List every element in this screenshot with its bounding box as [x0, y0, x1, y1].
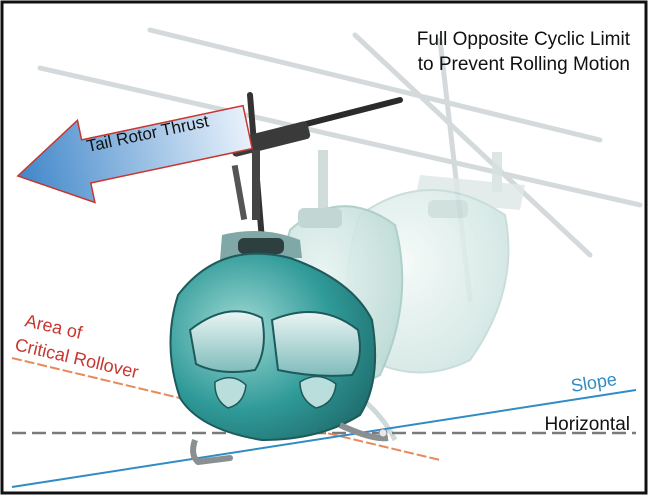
- slope-line: [11, 389, 637, 488]
- title-line-1: Full Opposite Cyclic Limit: [417, 29, 631, 50]
- title-line-2: to Prevent Rolling Motion: [418, 54, 630, 75]
- left-window: [188, 310, 265, 373]
- ghost-rotor-blades: [37, 27, 643, 303]
- critical-rollover-line: [11, 357, 441, 461]
- pivot-point: [378, 428, 388, 438]
- right-window: [270, 311, 361, 377]
- helicopter-main: [169, 231, 389, 465]
- tail-rotor-thrust-arrow: [16, 104, 254, 204]
- horizontal-label: Horizontal: [544, 414, 630, 435]
